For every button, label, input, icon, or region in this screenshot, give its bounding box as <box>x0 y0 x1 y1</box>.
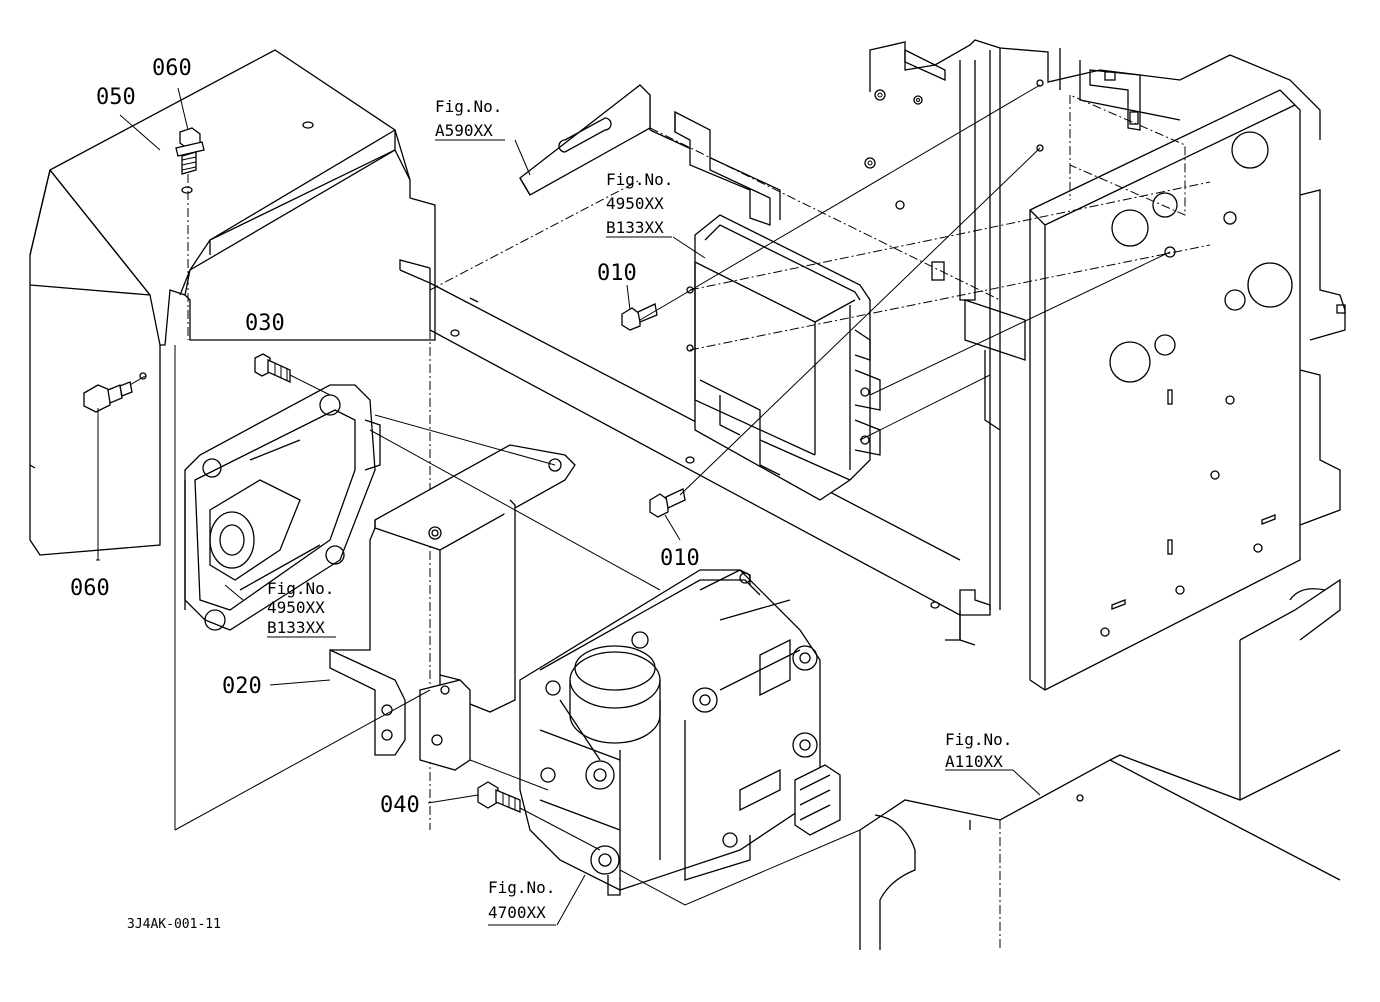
callout-010-lower: 010 <box>660 546 700 571</box>
bolt-060-left <box>83 381 133 561</box>
bolt-060-top <box>175 127 205 340</box>
lower-cover-a110 <box>859 640 1341 950</box>
callout-010-upper: 010 <box>597 261 637 286</box>
fig-a110-label: Fig.No. <box>945 730 1012 749</box>
fig-ecu-upper-code2: B133XX <box>606 218 664 237</box>
fig-a590-label: Fig.No. <box>435 97 502 116</box>
fig-ecu-lower-label: Fig.No. <box>267 579 334 598</box>
bracket-020 <box>329 444 576 771</box>
fig-4700-code: 4700XX <box>488 903 546 922</box>
callout-040: 040 <box>380 793 420 818</box>
callout-050: 050 <box>96 85 136 110</box>
fig-ecu-lower-code1: 4950XX <box>267 598 325 617</box>
fig-4700-label: Fig.No. <box>488 878 555 897</box>
chassis-frame <box>864 39 1346 691</box>
fig-ecu-lower-code2: B133XX <box>267 618 325 637</box>
supply-pump <box>519 569 841 896</box>
callout-030: 030 <box>245 311 285 336</box>
fig-ecu-upper-label: Fig.No. <box>606 170 673 189</box>
top-cover <box>29 49 436 556</box>
fig-a110-code: A110XX <box>945 752 1003 771</box>
fig-a590-code: A590XX <box>435 121 493 140</box>
ecu-upper <box>686 214 881 501</box>
callout-020: 020 <box>222 674 262 699</box>
drawing-code: 3J4AK-001-11 <box>127 917 221 932</box>
fig-ecu-upper-code1: 4950XX <box>606 194 664 213</box>
bolt-030 <box>254 353 291 384</box>
leader-lines <box>119 87 1041 926</box>
ecu-lower <box>184 384 381 631</box>
bolt-010-lower <box>649 488 686 518</box>
callout-060-top: 060 <box>152 56 192 81</box>
assembly-lines <box>129 84 1211 906</box>
mounting-plate <box>399 84 1001 830</box>
bolt-040 <box>477 781 521 813</box>
bolt-010-upper <box>621 303 658 331</box>
callout-060-bottom: 060 <box>70 576 110 601</box>
